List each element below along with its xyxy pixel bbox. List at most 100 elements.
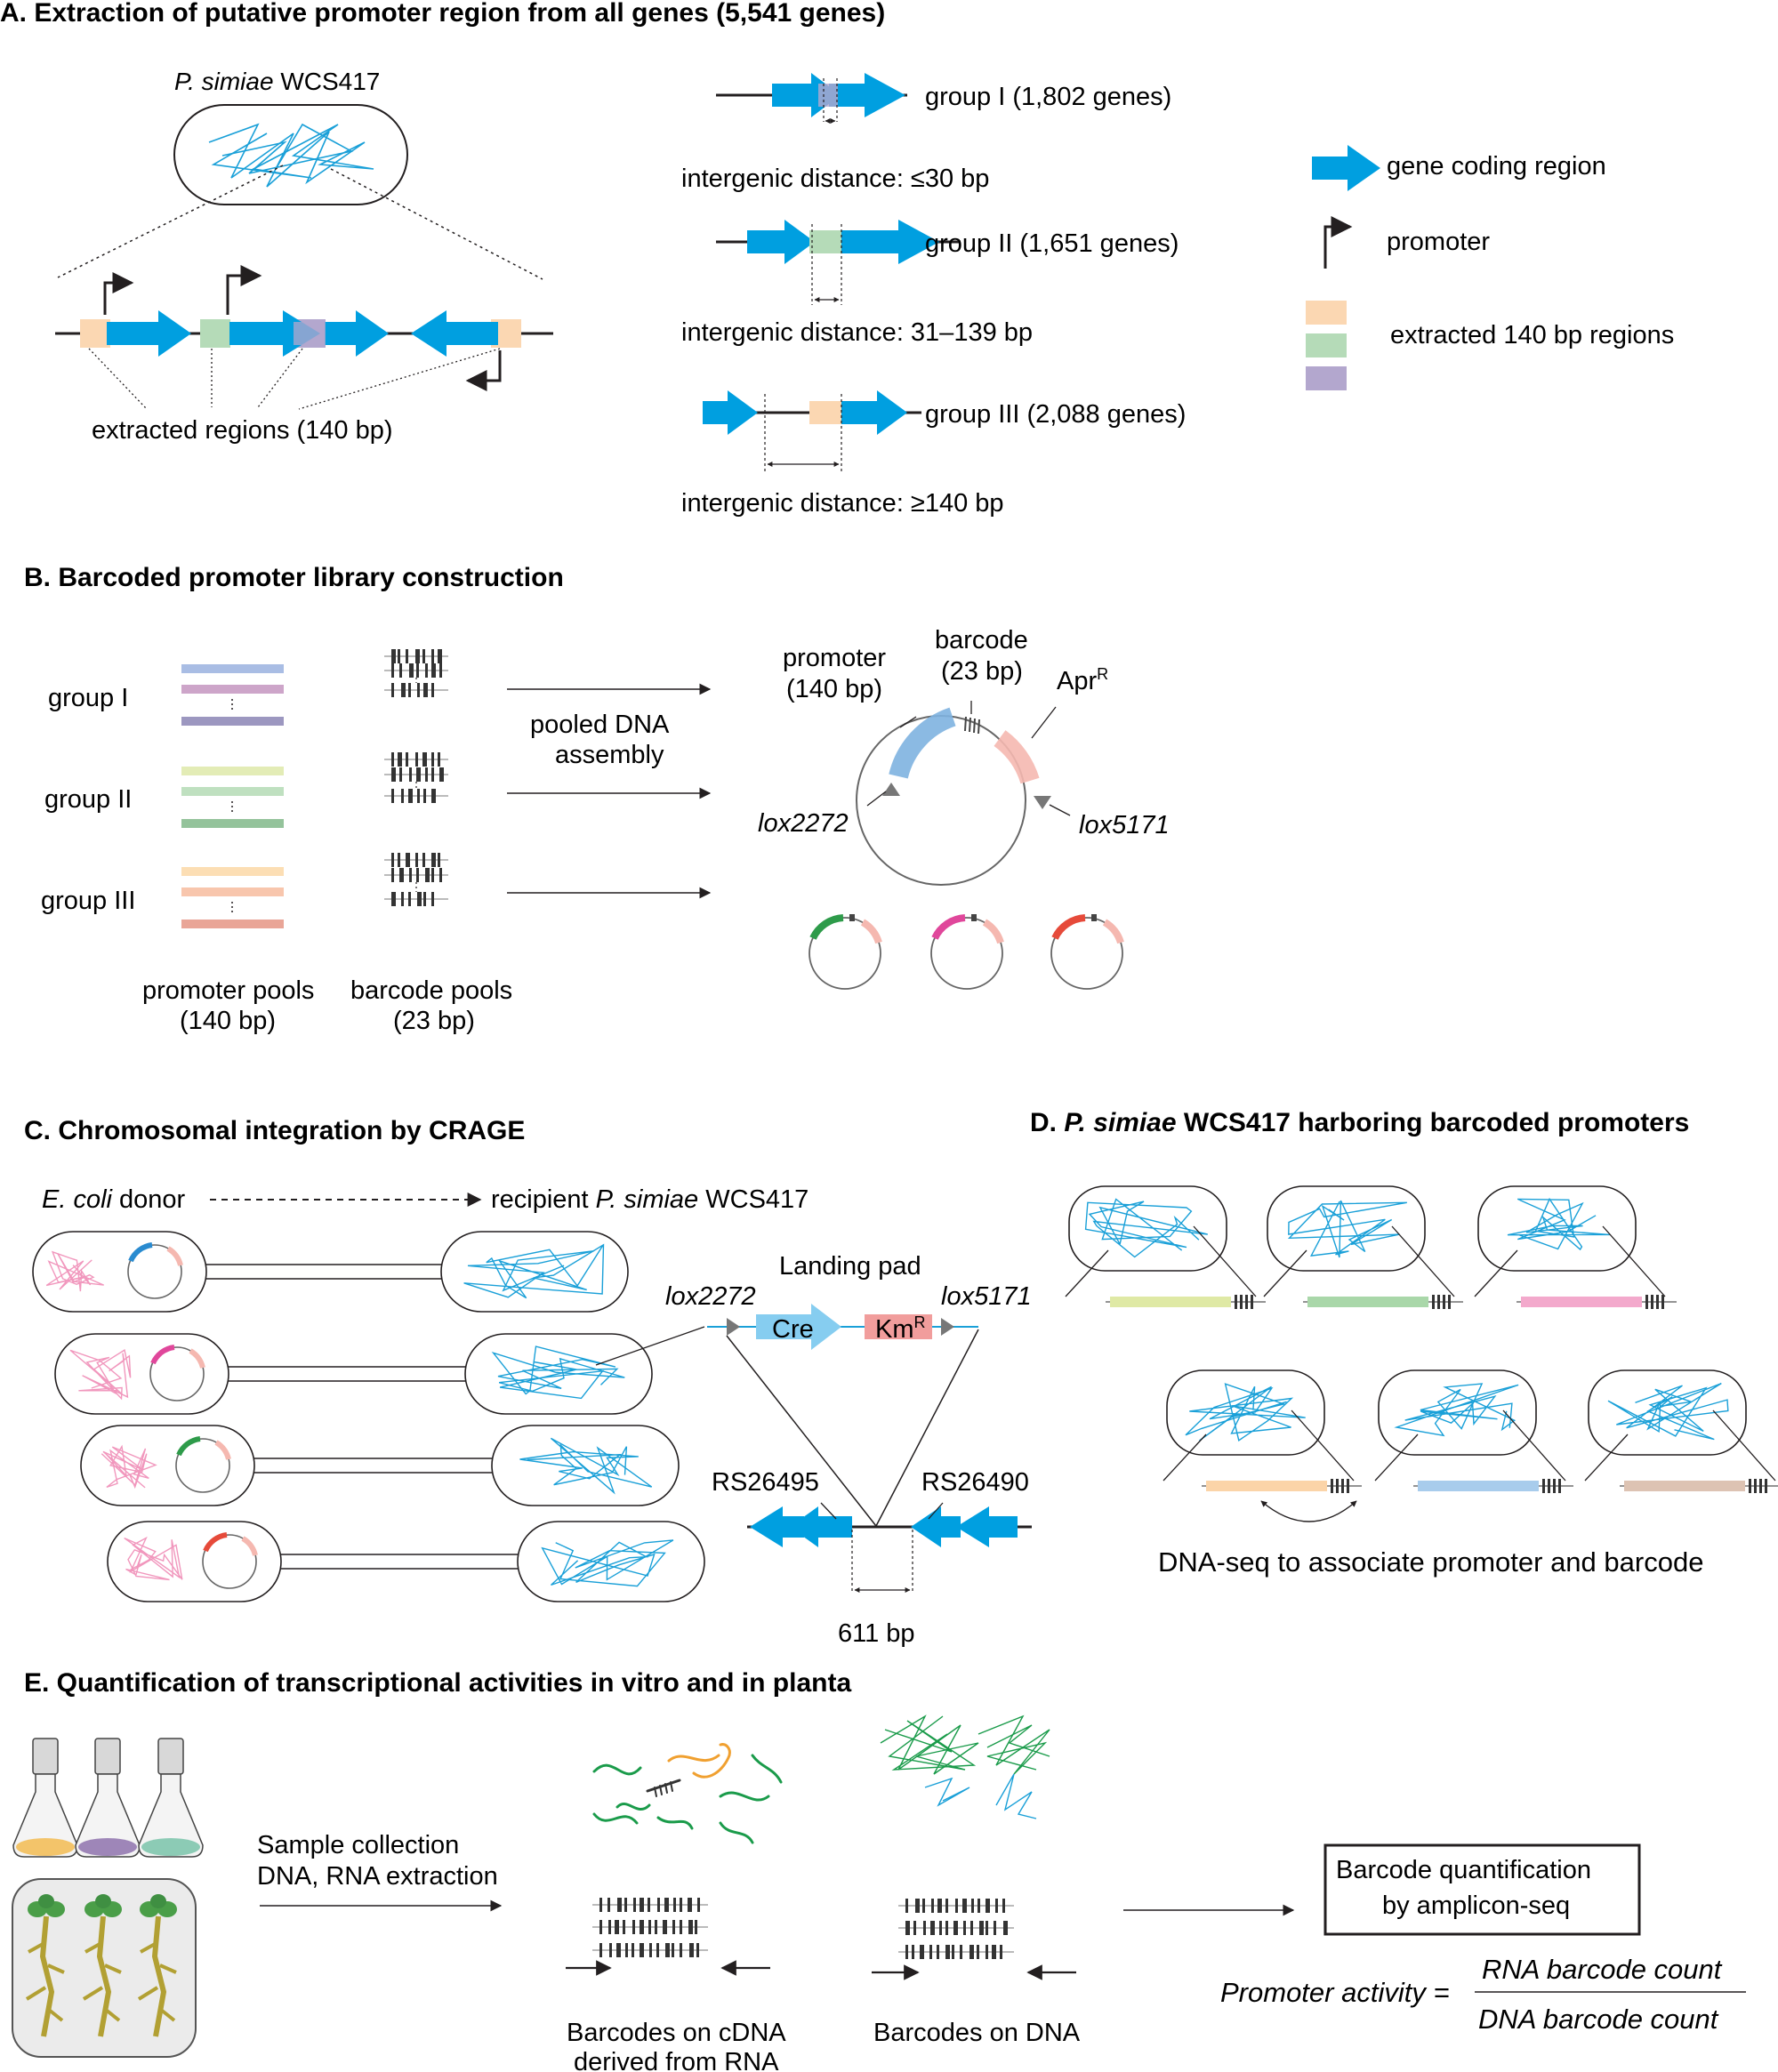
group-i-label: group I — [48, 684, 128, 712]
extracted-pointer-lines — [88, 348, 501, 410]
barcode-mark — [1548, 1479, 1550, 1493]
panel-c-title: C. Chromosomal integration by CRAGE — [24, 1116, 525, 1145]
recipient-genome — [519, 1437, 653, 1495]
donor-plasmid — [202, 1534, 257, 1589]
group3-gene-left — [703, 390, 758, 435]
flask-body — [138, 1773, 204, 1858]
insertion-line-right — [875, 1329, 979, 1527]
root — [39, 1915, 55, 2037]
barcode-mark — [1331, 1479, 1333, 1493]
dna-barcode-row — [898, 1945, 1014, 1959]
apr-label: AprR — [1057, 665, 1108, 695]
donor-plasmid-promoter — [176, 1436, 201, 1457]
barcoded-strain-1 — [1065, 1185, 1266, 1309]
barcode-row — [384, 853, 448, 867]
lateral-roots — [82, 1941, 122, 2022]
group1-label: group I (1,802 genes) — [925, 83, 1171, 111]
sample-collection-label: Sample collection — [257, 1831, 459, 1859]
promoter-insert — [1206, 1481, 1327, 1491]
recipient-cell — [491, 1425, 680, 1506]
barcode-row — [384, 868, 448, 882]
barcode-pools-size: (23 bp) — [393, 1007, 475, 1035]
strain-genome — [1287, 1200, 1407, 1258]
seedling-1 — [25, 1894, 65, 2037]
conjugation-pairs — [32, 1231, 705, 1602]
donor-plasmid-resistance — [241, 1536, 258, 1556]
donor-plasmid — [175, 1438, 230, 1493]
rs26490-label: RS26490 — [921, 1468, 1029, 1497]
group-iii-label: group III — [41, 887, 135, 915]
zoom-line-left — [57, 165, 284, 278]
zoom-line-right — [330, 168, 543, 280]
group1-distance-label: intergenic distance: ≤30 bp — [681, 165, 989, 193]
small-plasmid-magenta — [930, 914, 1004, 990]
gene-arrow-4 — [411, 310, 498, 357]
strain-cell — [1588, 1369, 1747, 1456]
flask-2 — [75, 1738, 141, 1858]
donor-cell — [32, 1231, 207, 1313]
km-gene-box — [865, 1314, 932, 1339]
leaf — [38, 1894, 54, 1908]
promoter-arrow-1 — [103, 272, 134, 315]
strain-genome — [1507, 1197, 1610, 1251]
strain-genome — [1607, 1382, 1729, 1441]
group3-region — [809, 401, 841, 424]
promoter-insert — [1624, 1481, 1745, 1491]
barcode-mark — [1542, 1479, 1545, 1493]
cdna-barcode-row — [592, 1943, 708, 1957]
rna-transcripts — [592, 1743, 783, 1844]
genome-scribble — [208, 123, 374, 188]
rs26495-gene-1 — [750, 1506, 804, 1547]
rs26490-gene-2 — [956, 1506, 1018, 1547]
flask-culture — [78, 1838, 137, 1856]
landing-lox-left-icon — [727, 1318, 740, 1336]
small-plasmid-red — [1050, 914, 1124, 990]
barcode-mark — [1759, 1479, 1762, 1493]
legend-swatch-green — [1306, 333, 1347, 357]
donor-genome — [101, 1444, 157, 1490]
cdna-barcode-row — [592, 1920, 708, 1934]
small-plasmid-green — [809, 914, 882, 990]
barcode-mark — [1765, 1479, 1767, 1493]
barcode-row — [384, 767, 448, 782]
panel-e-title: E. Quantification of transcriptional act… — [24, 1668, 851, 1698]
barcode-mark — [1645, 1295, 1648, 1309]
barcode-mark — [1553, 1479, 1556, 1493]
barcode-mark — [1341, 1479, 1344, 1493]
landing-pad-pointer — [595, 1326, 705, 1366]
barcode-row — [384, 752, 448, 767]
barcode-row — [384, 892, 448, 906]
formula-lhs: Promoter activity = — [1220, 1977, 1450, 2008]
strain-cells — [1065, 1185, 1778, 1493]
flask-cap — [32, 1738, 59, 1775]
donor-genome — [69, 1348, 132, 1401]
landing-lox-right-icon — [941, 1318, 954, 1336]
apr-pointer — [1031, 706, 1057, 739]
barcoded-strain-3 — [1474, 1185, 1677, 1309]
donor-plasmid-promoter — [128, 1242, 153, 1263]
pilus-bridge — [193, 1264, 441, 1280]
cdna-barcode-row — [592, 1898, 708, 1912]
zoom-line — [1474, 1249, 1518, 1297]
donor-plasmid-resistance — [166, 1246, 183, 1266]
barcode-stacks — [592, 1898, 1014, 1959]
zoom-line — [1263, 1249, 1307, 1297]
donor-plasmid-promoter — [150, 1345, 175, 1365]
promoter-pointer — [899, 716, 917, 728]
recipient-label: recipient P. simiae WCS417 — [491, 1185, 809, 1214]
formula-numerator: RNA barcode count — [1482, 1954, 1723, 1985]
conjugation-pair-3 — [80, 1425, 680, 1506]
donor-cell — [80, 1425, 255, 1506]
extracted-region-green — [200, 319, 230, 348]
promoter-insert — [1418, 1481, 1539, 1491]
conjugation-pair-1 — [32, 1231, 629, 1313]
group1-gene-right — [829, 73, 905, 117]
barcode-mark — [1240, 1295, 1243, 1309]
lateral-roots — [137, 1941, 177, 2022]
promoter-pool-bars — [181, 664, 284, 928]
zoom-line — [1291, 1409, 1355, 1482]
flask-3 — [138, 1738, 204, 1858]
plasmid-promoter-arc — [889, 707, 956, 779]
strain-cell — [1068, 1185, 1227, 1272]
